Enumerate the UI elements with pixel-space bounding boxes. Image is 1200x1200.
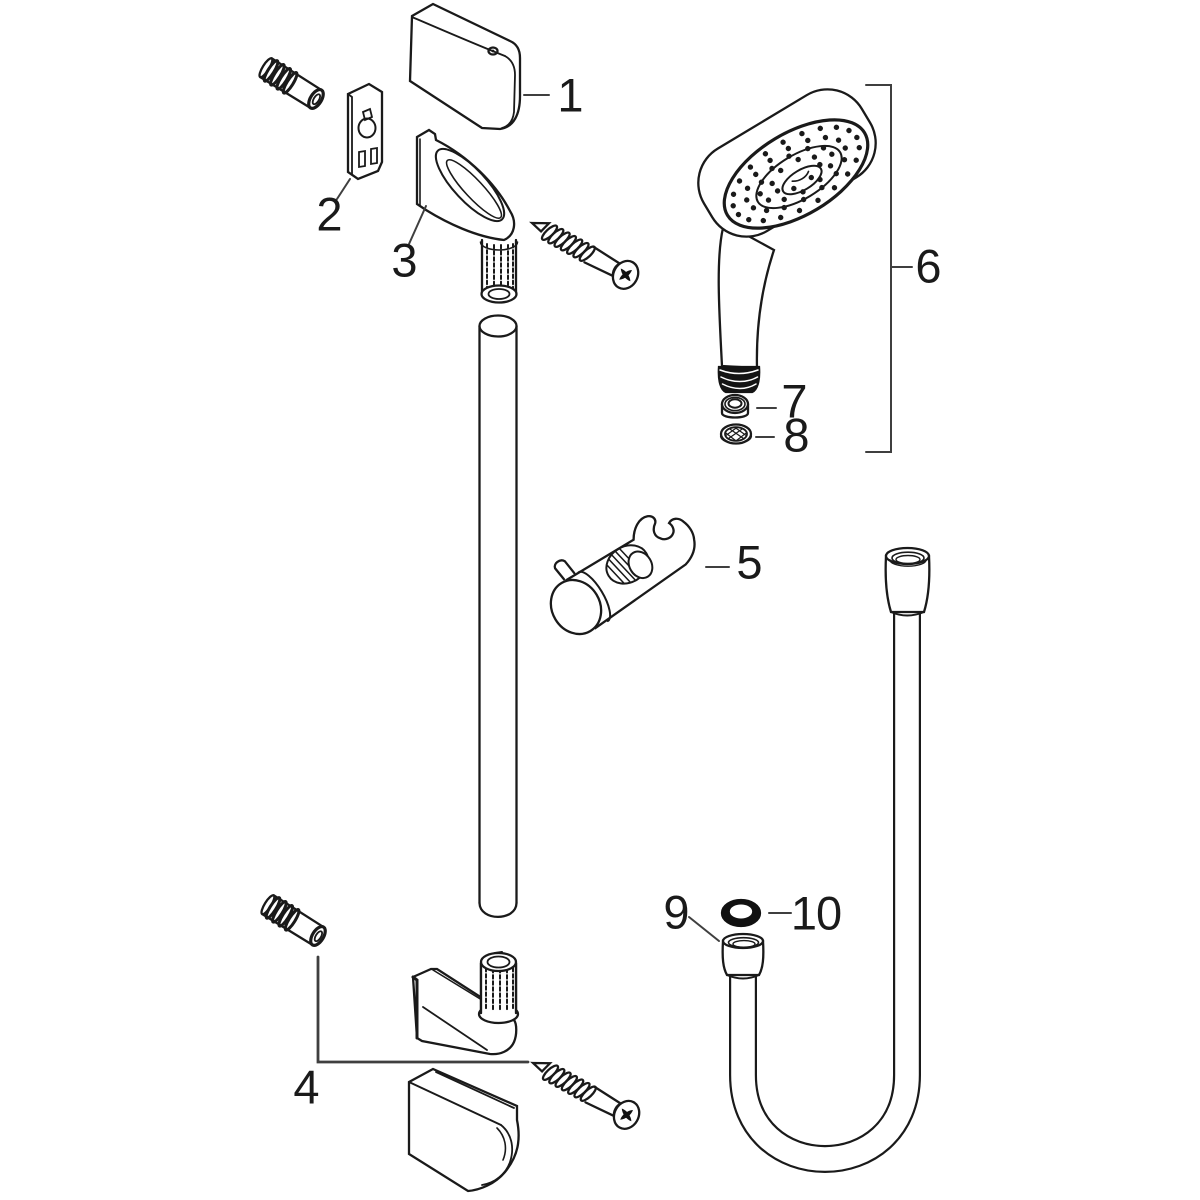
leader-part3: [408, 205, 427, 245]
leader-part2: [336, 178, 351, 200]
hose-thread-connector: [717, 365, 761, 394]
mounting-screw-upper: [523, 209, 645, 295]
slider-clamp-tab: [553, 559, 576, 581]
part-shower-hose: [721, 546, 931, 1173]
filter-mesh: [725, 427, 747, 441]
part-lower-wall-bracket: [411, 951, 520, 1056]
slide-bar: [478, 314, 518, 918]
part-label-6: 6: [915, 239, 941, 293]
part-label-3: 3: [391, 233, 417, 287]
leader-part6-bracket: [865, 84, 913, 453]
part-upper-wall-bracket: [415, 128, 519, 304]
mounting-screw-lower: [524, 1049, 646, 1135]
cone-opening: [605, 544, 650, 585]
part-label-7: 7: [781, 374, 807, 428]
part-label-10: 10: [790, 886, 842, 940]
part-hand-shower: [697, 88, 877, 394]
part-o-ring: [720, 898, 762, 928]
part-label-9: 9: [663, 885, 689, 939]
wall-anchor-upper: [255, 54, 329, 114]
expansion-sleeve-lower: [477, 951, 520, 1025]
leader-part9: [688, 916, 720, 942]
part-label-8: 8: [783, 408, 809, 462]
part-shower-holder-slider: [549, 514, 696, 636]
cap-screw-hole: [487, 46, 499, 56]
part-label-2: 2: [316, 187, 342, 241]
part-label-4: 4: [293, 1060, 319, 1114]
part-cover-cap-upper: [408, 2, 522, 131]
hose-nut-lower: [721, 932, 765, 980]
part-label-5: 5: [736, 535, 762, 589]
part-label-1: 1: [557, 68, 583, 122]
part-filter-seal: [719, 423, 753, 445]
part-washer: [720, 393, 750, 419]
wall-anchor-lower: [257, 891, 331, 951]
hose-nut-upper: [884, 546, 931, 617]
expansion-sleeve-upper: [479, 238, 519, 304]
part-cover-cap-lower: [407, 1067, 520, 1193]
leader-lines: [316, 84, 913, 1064]
part-wall-plate: [346, 82, 384, 181]
spray-nozzle-dots: [730, 124, 862, 224]
leader-part4: [316, 955, 530, 1064]
hand-shower-handle: [717, 226, 776, 370]
